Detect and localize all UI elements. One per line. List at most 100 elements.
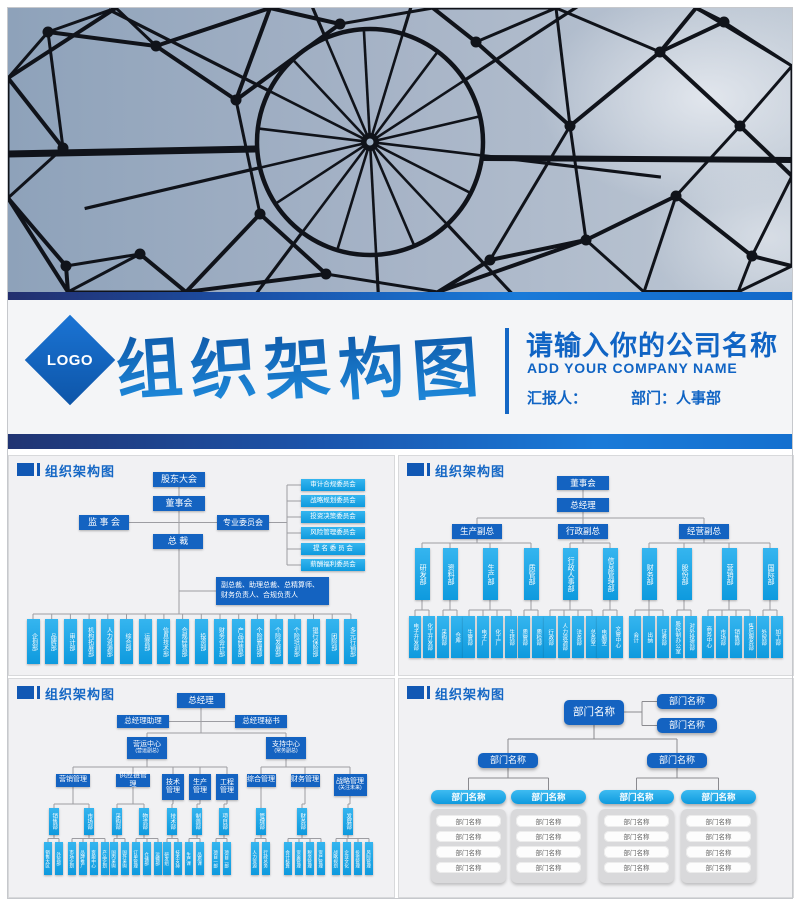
org-box-sub: 产品企划 (101, 842, 109, 875)
org-box-sub: 采购部 (437, 616, 449, 658)
org-box-sub: 国外采购 (121, 842, 129, 875)
header-bar-icon (427, 686, 430, 699)
org-box-dept: 技术部 (167, 808, 177, 835)
org-box-committee: 提 名 委 员 会 (301, 543, 365, 555)
org-connectors (414, 490, 778, 616)
org-row-item: 部门名称 (604, 830, 669, 842)
page-title: 组织架构图 (112, 314, 482, 414)
page-title-char: 图 (409, 314, 482, 414)
org-box-department: 机构拓展部 (82, 619, 96, 664)
org-box-sub: 销售部 (730, 616, 742, 658)
mgmt-label: 战略管理 (336, 777, 364, 785)
org-box-sub: 法务部 (572, 616, 584, 658)
page-title-char: 织 (187, 314, 260, 414)
org-box-dept: 管理部 (256, 808, 266, 835)
slide-header-title: 组织架构图 (435, 464, 506, 479)
org-box-department: 投资部 (194, 619, 208, 664)
slide-thumbnail-1[interactable]: 股东大会董事会监 事 会专业委员会总 裁审计合规委员会战略规划委员会投资决策委员… (8, 455, 395, 676)
org-box-department: 品牌部 (45, 619, 59, 664)
company-name-en: ADD YOUR COMPANY NAME (527, 360, 738, 376)
slide-thumbnail-3[interactable]: 总经理总经理助理总经理秘书营运中心(营运副总)支持中心(常务副总)营销管理销售部… (8, 678, 395, 898)
cover-band: LOGO 组织架构图 请输入你的公司名称 ADD YOUR COMPANY NA… (8, 300, 792, 434)
org-box-sub: 外贸部 (757, 616, 769, 658)
org-row-item: 部门名称 (436, 861, 501, 873)
org-box-dept: 行政人事部 (562, 548, 578, 600)
page-title-char: 架 (261, 314, 334, 414)
org-box-sub: 电子开发部 (409, 616, 421, 658)
org-box-sub: 资产管理 (317, 842, 325, 875)
org-box-mgmt: 工程管理 (216, 774, 238, 800)
org-row-item: 部门名称 (604, 815, 669, 827)
org-box-sub: 生产课 (185, 842, 193, 875)
org-box-sub: 项目一部 (212, 842, 220, 875)
org-box-sub: 商务中心 (702, 616, 714, 658)
org-box-sub: 销售大区 (44, 842, 52, 875)
org-row-item: 部门名称 (604, 846, 669, 858)
org-box-department: 个险管理部 (250, 619, 264, 664)
org-box-sub: 仓储部 (143, 842, 151, 875)
org-row-item: 部门名称 (516, 861, 581, 873)
org-box-sub: 售后服务部 (744, 616, 756, 658)
org-box-supervisory: 监 事 会 (79, 515, 129, 530)
org-box-sub: 化工厂 (491, 616, 503, 658)
org-box-department: 财务会计部 (213, 619, 227, 664)
org-box-dept: 股份部 (676, 548, 692, 600)
org-box-committee-parent: 专业委员会 (217, 515, 269, 530)
org-column-header: 部门名称 (431, 790, 506, 804)
org-box-sub: 文管中心 (611, 616, 623, 658)
center-sub: (常务副总) (274, 748, 298, 755)
org-box-dept: 资料部 (442, 548, 458, 600)
org-box-sub: 对外投资部 (685, 616, 697, 658)
org-box-mid: 部门名称 (478, 753, 538, 768)
org-row-item: 部门名称 (686, 846, 751, 858)
org-box-dept: 质管部 (523, 548, 539, 600)
org-box-sub: 出纳 (643, 616, 655, 658)
org-box-committee: 薪酬福利委员会 (301, 559, 365, 571)
org-box-sub: 人力资源部 (558, 616, 570, 658)
page-title-char: 构 (335, 314, 408, 414)
header-bar-icon (427, 463, 430, 476)
org-box-sub: 质管部 (518, 616, 530, 658)
header-square-icon (17, 686, 34, 699)
org-row-item: 部门名称 (686, 830, 751, 842)
accent-bar-mid (8, 434, 792, 449)
org-box-sub: 行政总务 (262, 842, 270, 875)
org-box-mgmt: 生产管理 (189, 774, 211, 800)
org-box-dept: 市场部 (84, 808, 94, 835)
org-connectors (32, 484, 352, 619)
org-box-board: 董事会 (557, 476, 609, 490)
department-label: 部门： (631, 390, 677, 407)
org-box-gm: 总经理 (177, 693, 225, 708)
org-box-mgmt: 战略管理(关注未来) (333, 774, 367, 796)
org-box-department: 企划部 (26, 619, 40, 664)
org-box-dept: 研发部 (414, 548, 430, 600)
accent-bar-top (8, 292, 792, 300)
center-sub: (营运副总) (135, 748, 159, 755)
org-box-dept: 生产部 (482, 548, 498, 600)
mgmt-sub: (关注未来) (338, 785, 362, 792)
org-box-dept: 销售部 (49, 808, 59, 835)
org-box-sub: 股份制办公室 (671, 616, 683, 658)
slide-thumbnail-2[interactable]: 董事会总经理生产副总研发部电子开发部化工开发部资料部采购部仓库生产部生管部电子厂… (398, 455, 794, 676)
slide-thumbnail-4[interactable]: 部门名称部门名称部门名称部门名称部门名称部门名称部门名称部门名称部门名称部门名称… (398, 678, 794, 898)
org-box-president: 总 裁 (153, 534, 203, 549)
org-box-department: 合规经营部 (176, 619, 190, 664)
org-box-department: 个险发展部 (269, 619, 283, 664)
org-box-vp: 生产副总 (452, 524, 502, 539)
org-box-root: 部门名称 (564, 700, 624, 725)
org-box-sub: 化工开发部 (423, 616, 435, 658)
slide-header-title: 组织架构图 (45, 687, 116, 702)
org-row-item: 部门名称 (604, 861, 669, 873)
org-box-mgmt: 财务管理 (290, 774, 320, 787)
org-box-dept: 项目部 (219, 808, 229, 835)
org-box-sub: 客服中心 (90, 842, 98, 875)
org-box-shareholders: 股东大会 (153, 472, 205, 487)
org-box-center: 支持中心(常务副总) (266, 737, 306, 759)
org-box-vp: 经营副总 (679, 524, 729, 539)
org-box-department: 信息技术部 (157, 619, 171, 664)
org-box-sub: 税务管理 (306, 842, 314, 875)
org-row-item: 部门名称 (436, 815, 501, 827)
org-box-mgmt: 综合管理 (246, 774, 276, 787)
title-divider (505, 328, 509, 414)
